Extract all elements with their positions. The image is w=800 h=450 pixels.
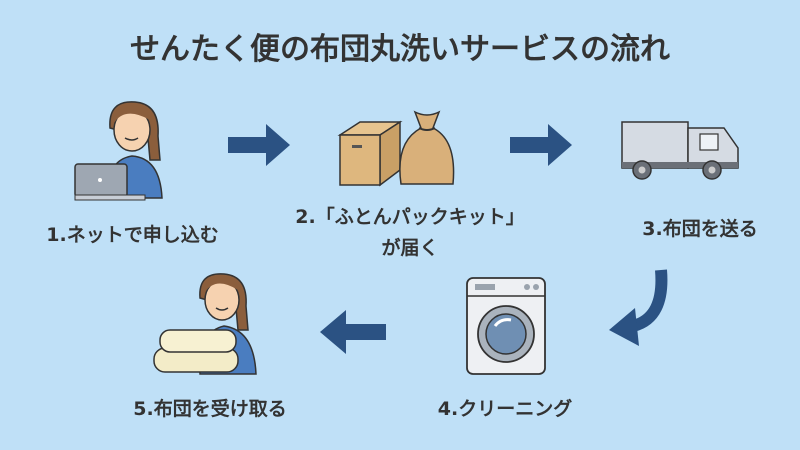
washing-machine-icon [466,277,546,375]
truck-icon [621,121,739,180]
step-4-label: 4.クリーニング [437,398,573,420]
person-laptop-icon [74,101,163,201]
arrow-right-icon [228,124,290,166]
page-title: せんたく便の布団丸洗いサービスの流れ [130,32,670,67]
step-2-label-line2: が届く [381,237,439,259]
arrow-left-icon [320,310,386,354]
step-5-label: 5.布団を受け取る [133,398,287,420]
step-1-label: 1.ネットで申し込む [46,224,219,246]
step-3-label: 3.布団を送る [642,218,758,240]
box-and-bag-icon [337,110,455,187]
step-2-label-line1: 2.「ふとんパックキット」 [295,206,525,228]
arrow-right-icon [510,124,572,166]
curved-arrow-icon [609,269,668,346]
person-futon-icon [153,273,257,375]
